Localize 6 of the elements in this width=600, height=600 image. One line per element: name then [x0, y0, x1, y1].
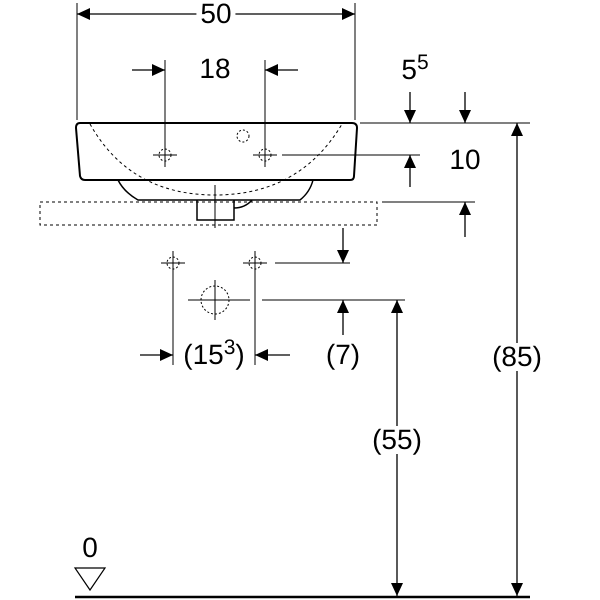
- dimension-label: (7): [324, 341, 362, 369]
- level-label: 0: [81, 534, 99, 562]
- dimension-label: 18: [198, 55, 232, 83]
- dimension-label: 10: [448, 146, 482, 174]
- dimension-label: (15$^{3}$): [182, 341, 246, 369]
- dimension-label: 5$^{5}$: [400, 56, 430, 84]
